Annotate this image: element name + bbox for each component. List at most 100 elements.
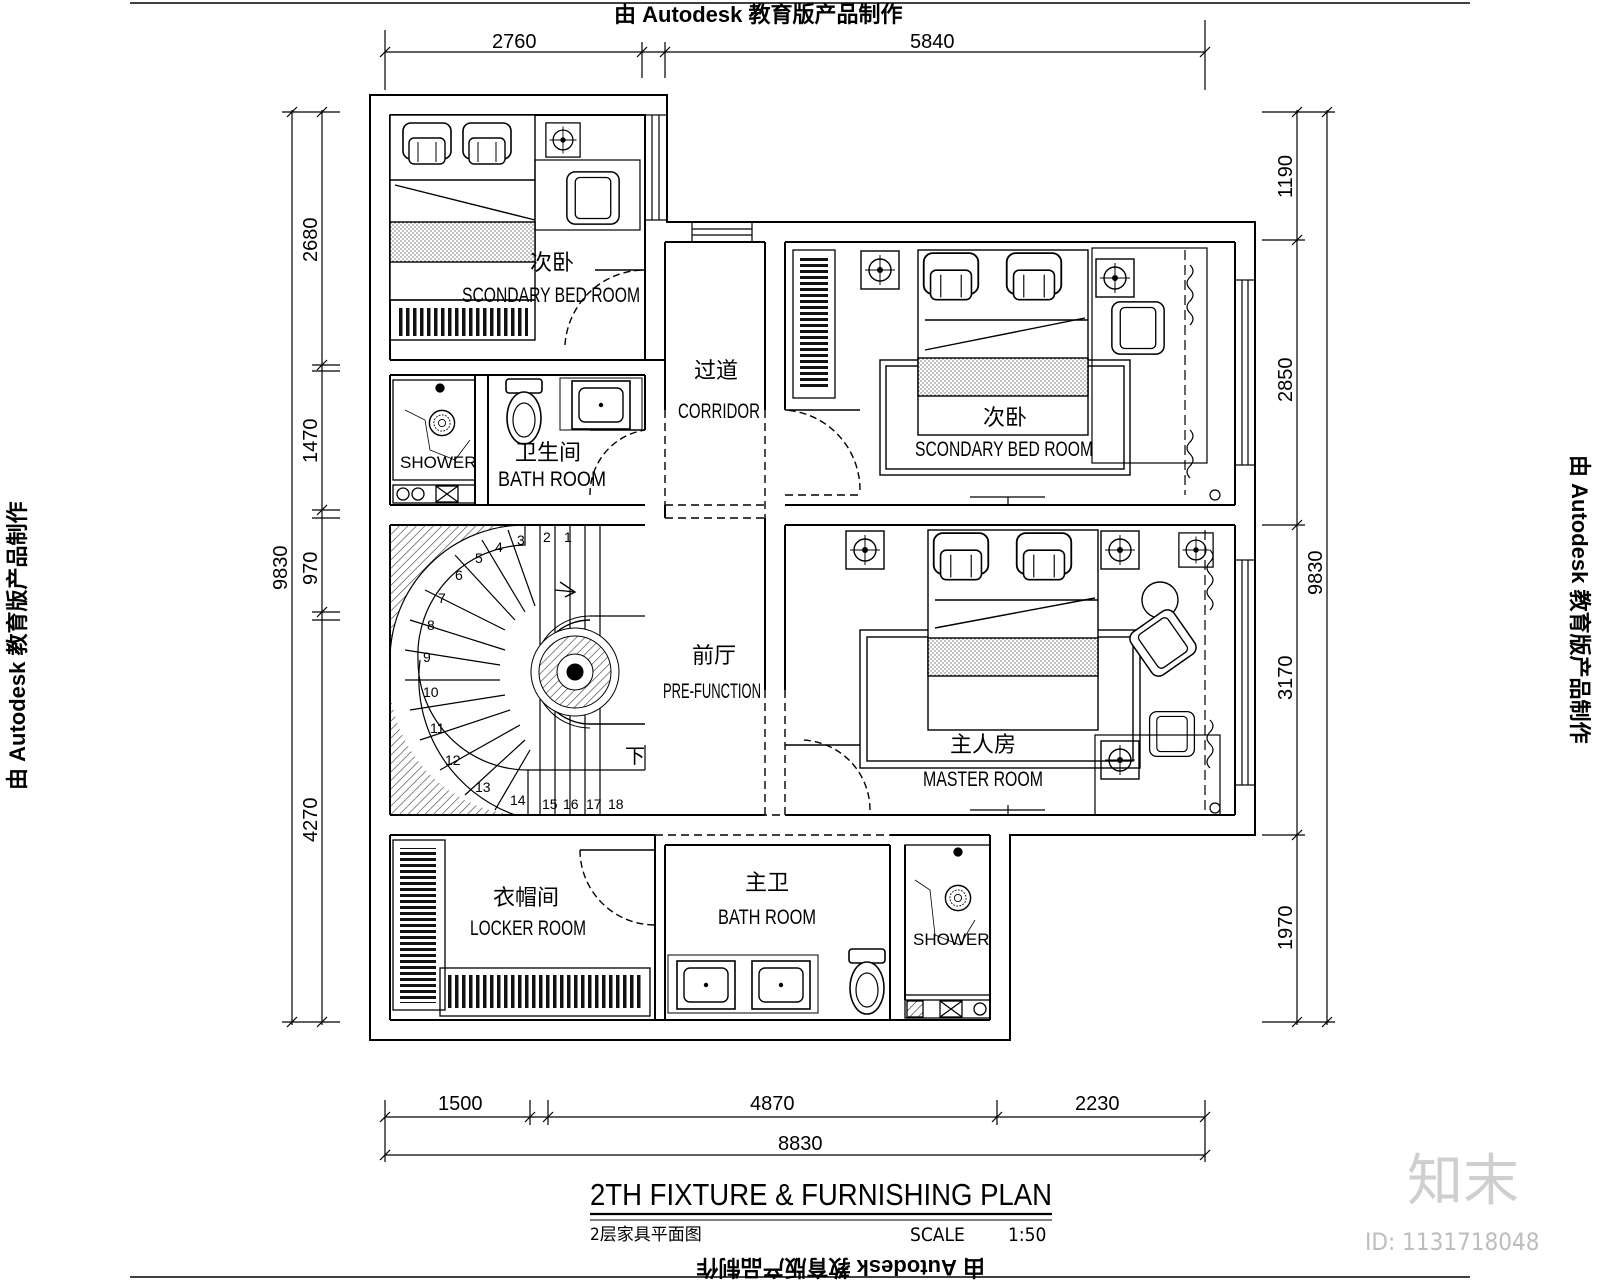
room-label-secondary-bed-2: 次卧 SCONDARY BED ROOM bbox=[915, 406, 1093, 461]
autodesk-watermark-left: 由 Autodesk 教育版产品制作 bbox=[5, 501, 30, 790]
svg-text:主卫: 主卫 bbox=[745, 871, 789, 896]
dim-bottom-1: 1500 bbox=[438, 1093, 483, 1115]
dim-bottom-2: 4870 bbox=[750, 1093, 795, 1115]
stair-step-12: 12 bbox=[445, 752, 461, 768]
stair-step-7: 7 bbox=[438, 590, 446, 606]
stair-step-3: 3 bbox=[517, 532, 525, 548]
dim-left-1: 2680 bbox=[300, 218, 322, 263]
dim-right-total: 9830 bbox=[1305, 551, 1327, 596]
sink-master-1 bbox=[676, 960, 736, 1010]
lamp-master-far bbox=[1178, 532, 1214, 568]
svg-text:过道: 过道 bbox=[694, 359, 738, 384]
sink-bath1 bbox=[571, 380, 631, 430]
stair-step-5: 5 bbox=[475, 550, 483, 566]
lamp-master-right bbox=[1100, 530, 1140, 570]
stair-step-8: 8 bbox=[427, 617, 435, 633]
curtain-bed2 bbox=[970, 250, 1221, 505]
shower-2-label: SHOWER bbox=[913, 930, 990, 949]
armchair-bed2 bbox=[1111, 301, 1165, 355]
vanity-master bbox=[667, 954, 819, 1014]
room-label-master: 主人房 MASTER ROOM bbox=[923, 733, 1043, 791]
lamp-bed1 bbox=[545, 122, 581, 158]
stair-step-17: 17 bbox=[586, 796, 602, 812]
stair-step-14: 14 bbox=[510, 792, 526, 808]
sink-master-2 bbox=[751, 960, 811, 1010]
title-block: 2TH FIXTURE & FURNISHING PLAN 2层家具平面图 SC… bbox=[590, 1177, 1052, 1246]
svg-text:BATH ROOM: BATH ROOM bbox=[718, 906, 816, 929]
svg-text:CORRIDOR: CORRIDOR bbox=[678, 400, 760, 423]
autodesk-watermark-top: 由 Autodesk 教育版产品制作 bbox=[130, 2, 1470, 27]
room-label-master-bath: 主卫 BATH ROOM bbox=[718, 871, 816, 929]
svg-text:MASTER ROOM: MASTER ROOM bbox=[923, 768, 1043, 791]
svg-text:BATH ROOM: BATH ROOM bbox=[498, 468, 606, 491]
svg-text:由 Autodesk 教育版产品制作: 由 Autodesk 教育版产品制作 bbox=[696, 1255, 985, 1280]
svg-text:由 Autodesk 教育版产品制作: 由 Autodesk 教育版产品制作 bbox=[5, 501, 30, 790]
lamp-master-left bbox=[845, 530, 885, 570]
svg-text:次卧: 次卧 bbox=[530, 251, 574, 276]
svg-text:SCONDARY BED ROOM: SCONDARY BED ROOM bbox=[915, 438, 1093, 461]
svg-text:主人房: 主人房 bbox=[950, 733, 1016, 758]
dim-top-1: 2760 bbox=[492, 31, 537, 53]
svg-text:次卧: 次卧 bbox=[983, 406, 1027, 431]
scale-label: SCALE bbox=[910, 1224, 965, 1246]
dimension-left bbox=[282, 106, 340, 1028]
autodesk-watermark-right: 由 Autodesk 教育版产品制作 bbox=[1567, 455, 1592, 744]
svg-text:前厅: 前厅 bbox=[692, 644, 736, 669]
shower-1-label: SHOWER bbox=[400, 453, 477, 472]
stair-step-16: 16 bbox=[563, 796, 579, 812]
bed-master bbox=[859, 529, 1179, 769]
stair-step-15: 15 bbox=[542, 796, 558, 812]
windows bbox=[644, 114, 1256, 786]
wardrobe-bed2 bbox=[792, 249, 836, 399]
dimension-right bbox=[1262, 106, 1335, 1028]
armchair-master-2 bbox=[1148, 710, 1196, 758]
autodesk-watermark-bottom: 由 Autodesk 教育版产品制作 bbox=[130, 1255, 1470, 1280]
shower-2 bbox=[904, 844, 991, 1019]
curtain-master bbox=[970, 530, 1221, 816]
stair-planter bbox=[530, 627, 620, 717]
lamp-bed2-right bbox=[1095, 258, 1135, 298]
stair-step-6: 6 bbox=[455, 567, 463, 583]
stair-step-2: 2 bbox=[543, 529, 551, 545]
stair-down-label: 下 bbox=[625, 744, 645, 768]
lamp-bed2-left bbox=[860, 250, 900, 290]
doors bbox=[564, 269, 890, 926]
dim-left-2: 1470 bbox=[300, 419, 322, 464]
dimension-bottom bbox=[379, 1100, 1211, 1162]
dim-left-3: 970 bbox=[300, 552, 322, 585]
armchair-master-1 bbox=[1125, 605, 1201, 681]
drawing-subtitle: 2层家具平面图 bbox=[590, 1225, 702, 1245]
dim-left-total: 9830 bbox=[270, 546, 292, 591]
bed-secondary-1 bbox=[389, 114, 536, 341]
toilet-master bbox=[848, 948, 886, 1015]
toilet-bath1 bbox=[505, 378, 543, 445]
stair-step-18: 18 bbox=[608, 796, 624, 812]
svg-text:SCONDARY BED ROOM: SCONDARY BED ROOM bbox=[462, 284, 640, 307]
locker-wardrobe bbox=[392, 839, 651, 1017]
dim-right-4: 1970 bbox=[1275, 906, 1297, 951]
svg-text:PRE-FUNCTION: PRE-FUNCTION bbox=[663, 680, 761, 703]
scale-value: 1:50 bbox=[1008, 1224, 1046, 1246]
svg-text:由 Autodesk 教育版产品制作: 由 Autodesk 教育版产品制作 bbox=[1567, 455, 1592, 744]
room-label-corridor: 过道 CORRIDOR bbox=[678, 359, 760, 423]
vanity-bath1 bbox=[559, 377, 643, 431]
desk-bed1 bbox=[534, 159, 641, 231]
svg-text:卫生间: 卫生间 bbox=[515, 441, 581, 466]
dim-bottom-total: 8830 bbox=[778, 1133, 823, 1155]
brand-logo: 知末 bbox=[1407, 1149, 1519, 1214]
bed-secondary-2 bbox=[879, 249, 1131, 476]
armchair-bed1 bbox=[566, 171, 620, 225]
svg-text:衣帽间: 衣帽间 bbox=[493, 886, 559, 911]
stair-step-13: 13 bbox=[475, 779, 491, 795]
room-label-pre-function: 前厅 PRE-FUNCTION bbox=[663, 644, 761, 703]
stair-step-11: 11 bbox=[430, 720, 445, 736]
room-label-bath-1: 卫生间 BATH ROOM bbox=[498, 441, 606, 491]
svg-text:LOCKER ROOM: LOCKER ROOM bbox=[470, 917, 586, 940]
dim-top-2: 5840 bbox=[910, 31, 955, 53]
room-label-secondary-bed-1: 次卧 SCONDARY BED ROOM bbox=[462, 251, 640, 307]
dimension-top bbox=[379, 20, 1211, 90]
dim-right-3: 3170 bbox=[1275, 656, 1297, 701]
stair-step-10: 10 bbox=[423, 684, 439, 700]
stair-step-9: 9 bbox=[423, 649, 431, 665]
